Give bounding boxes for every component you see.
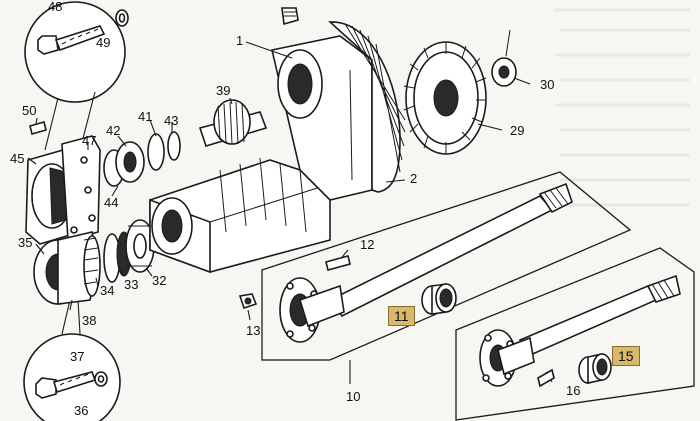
seal-bearing-group <box>103 219 155 283</box>
label-11-highlighted: 11 <box>388 306 415 326</box>
gear-39 <box>198 99 268 147</box>
label-42: 42 <box>106 123 121 138</box>
nut-30 <box>491 29 517 87</box>
label-43: 43 <box>164 113 179 128</box>
bolt-12 <box>325 255 351 271</box>
frame-15 <box>455 247 695 421</box>
breather-plug <box>281 7 299 26</box>
label-38: 38 <box>82 313 97 328</box>
housing-45-47 <box>25 135 101 245</box>
label-1: 1 <box>236 33 244 48</box>
label-41: 41 <box>138 109 153 124</box>
bush-11 <box>421 283 457 315</box>
label-10: 10 <box>346 389 361 404</box>
nut-13 <box>238 293 258 310</box>
label-16: 16 <box>566 383 581 398</box>
label-39: 39 <box>216 83 231 98</box>
frame-10 <box>261 171 632 361</box>
label-12: 12 <box>360 237 375 252</box>
label-48: 48 <box>48 0 63 14</box>
label-45: 45 <box>10 151 25 166</box>
label-44: 44 <box>104 195 119 210</box>
transfer-case-body <box>149 21 406 274</box>
gear-29 <box>403 41 487 155</box>
bearing-42-group <box>103 131 181 187</box>
shaft-15 <box>479 274 681 388</box>
label-32: 32 <box>152 273 167 288</box>
label-37: 37 <box>70 349 85 364</box>
label-35: 35 <box>18 235 33 250</box>
detail-circle-bolt-washer-bottom <box>23 299 121 421</box>
shaft-10 <box>279 182 573 343</box>
label-13: 13 <box>246 323 261 338</box>
label-34: 34 <box>100 283 115 298</box>
label-33: 33 <box>124 277 139 292</box>
label-15-highlighted: 15 <box>612 346 640 366</box>
label-30: 30 <box>540 77 555 92</box>
flange-35-38 <box>33 231 101 305</box>
leader-lines <box>27 41 553 384</box>
label-49: 49 <box>96 35 111 50</box>
label-29: 29 <box>510 123 525 138</box>
label-47: 47 <box>82 133 97 148</box>
label-36: 36 <box>74 403 89 418</box>
label-2: 2 <box>410 171 418 186</box>
label-50: 50 <box>22 103 37 118</box>
bush-15 <box>578 353 612 384</box>
detail-circle-bolt-washer-top <box>24 1 129 151</box>
pin-50 <box>29 121 47 135</box>
